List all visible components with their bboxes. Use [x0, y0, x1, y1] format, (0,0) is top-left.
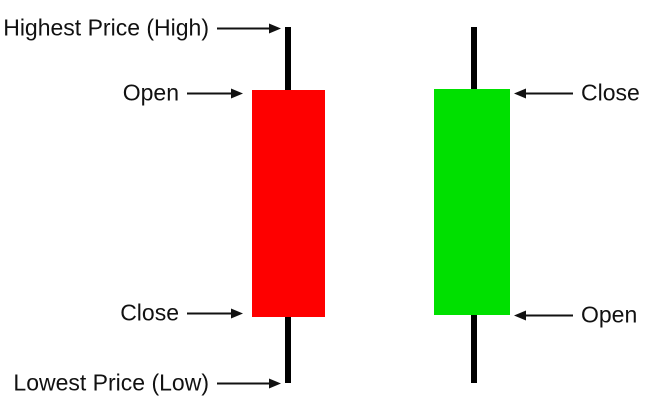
bullish-candle-body: [434, 89, 510, 315]
highest-price-label: Highest Price (High): [3, 14, 209, 41]
arrow-head: [269, 378, 281, 388]
label-bullish-open: Open: [514, 301, 638, 328]
arrow-right-icon: [187, 308, 243, 318]
bullish-open-label: Open: [581, 301, 638, 328]
arrow-line: [526, 92, 573, 94]
label-lowest-price: Lowest Price (Low): [13, 369, 281, 396]
arrow-head: [231, 308, 243, 318]
arrow-line: [526, 314, 573, 316]
arrow-right-icon: [217, 23, 281, 33]
bearish-open-label: Open: [122, 79, 179, 106]
arrow-left-icon: [514, 310, 573, 320]
arrow-line: [187, 312, 231, 314]
arrow-left-icon: [514, 88, 573, 98]
label-bullish-close: Close: [514, 79, 640, 106]
arrow-head: [514, 310, 526, 320]
arrow-line: [217, 27, 269, 29]
bearish-candle-body: [252, 90, 325, 317]
bearish-close-label: Close: [120, 299, 179, 326]
arrow-line: [217, 382, 269, 384]
arrow-head: [231, 88, 243, 98]
arrow-head: [514, 88, 526, 98]
arrow-head: [269, 23, 281, 33]
label-highest-price: Highest Price (High): [3, 14, 281, 41]
label-bearish-close: Close: [120, 299, 243, 326]
arrow-right-icon: [217, 378, 281, 388]
label-bearish-open: Open: [122, 79, 243, 106]
lowest-price-label: Lowest Price (Low): [13, 369, 209, 396]
bullish-close-label: Close: [581, 79, 640, 106]
arrow-right-icon: [187, 88, 243, 98]
arrow-line: [187, 92, 231, 94]
